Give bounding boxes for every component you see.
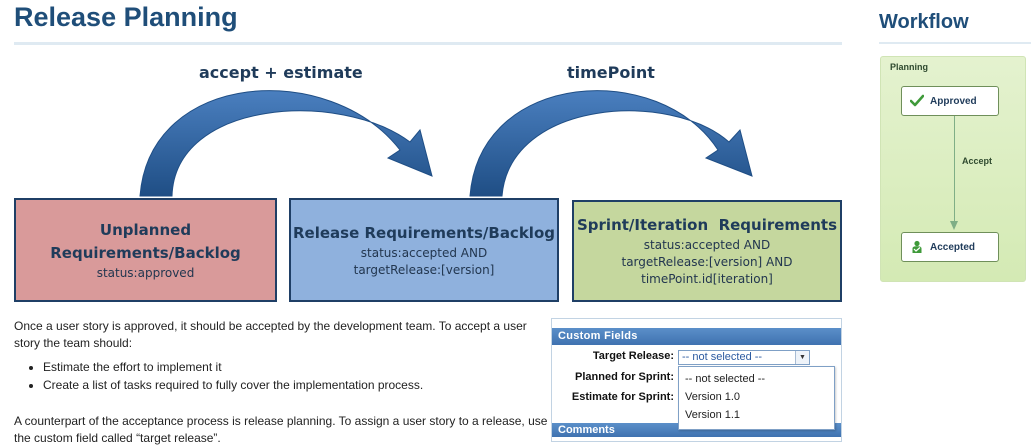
chevron-down-icon[interactable]: ▼ (795, 351, 809, 364)
dropdown-option-version-1-0[interactable]: Version 1.0 (685, 391, 741, 403)
workflow-transition-line (954, 116, 955, 222)
workflow-panel: Planning Approved Accept Accepted (880, 56, 1026, 282)
curved-arrow-timepoint (469, 90, 753, 197)
workflow-divider (879, 42, 1031, 44)
workflow-transition-label: Accept (962, 156, 993, 166)
release-condition-1: status:accepted AND (360, 245, 488, 260)
release-condition-2: targetRelease:[version] (353, 262, 495, 277)
target-release-select[interactable]: -- not selected -- ▼ (678, 350, 810, 365)
curved-arrow-accept (139, 90, 433, 197)
list-item: Estimate the effort to implement it (43, 358, 423, 376)
dropdown-option-version-1-1[interactable]: Version 1.1 (685, 409, 741, 421)
planned-for-sprint-label: Planned for Sprint: (575, 371, 674, 383)
unplanned-backlog-box: Unplanned Requirements/Backlog status:ap… (14, 198, 277, 302)
sprint-iteration-box: Sprint/Iteration Requirements status:acc… (572, 200, 842, 302)
acceptance-paragraph: Once a user story is approved, it should… (14, 319, 527, 350)
release-title: Release Requirements/Backlog (292, 223, 555, 242)
workflow-state-accepted[interactable]: Accepted (901, 232, 999, 262)
workflow-arrowhead (950, 221, 958, 230)
workflow-state-name: Accepted (930, 241, 976, 253)
release-planning-paragraph: A counterpart of the acceptance process … (14, 414, 548, 445)
unplanned-title-line2: Requirements/Backlog (50, 243, 241, 262)
target-release-value: -- not selected -- (682, 351, 763, 363)
transition-label-timepoint: timePoint (567, 63, 655, 82)
release-backlog-box: Release Requirements/Backlog status:acce… (289, 198, 559, 302)
unplanned-title-line1: Unplanned (99, 220, 192, 239)
check-icon (910, 94, 924, 107)
page-title: Release Planning (14, 2, 238, 32)
workflow-state-approved[interactable]: Approved (901, 86, 999, 116)
sprint-condition-1: status:accepted AND (643, 238, 771, 252)
unplanned-condition: status:approved (96, 265, 195, 280)
workflow-state-name: Approved (930, 95, 977, 107)
sprint-title: Sprint/Iteration Requirements (576, 216, 838, 234)
workflow-title: Workflow (879, 11, 969, 33)
sprint-condition-3: timePoint.id[iteration] (641, 272, 773, 286)
transition-label-accept-estimate: accept + estimate (199, 63, 363, 82)
title-divider (14, 42, 842, 45)
acceptance-steps-list: Estimate the effort to implement it Crea… (14, 358, 423, 394)
list-item: Create a list of tasks required to fully… (43, 376, 423, 394)
dropdown-option-not-selected[interactable]: -- not selected -- (685, 373, 766, 385)
custom-fields-header: Custom Fields (552, 328, 841, 345)
estimate-for-sprint-label: Estimate for Sprint: (571, 391, 674, 403)
workflow-stage-label: Planning (890, 62, 928, 72)
sprint-condition-2: targetRelease:[version] AND (621, 255, 793, 269)
custom-fields-panel: Custom Fields Target Release: -- not sel… (551, 318, 842, 442)
target-release-label: Target Release: (592, 350, 674, 362)
target-release-dropdown: -- not selected -- Version 1.0 Version 1… (678, 366, 835, 430)
person-icon (912, 240, 922, 253)
